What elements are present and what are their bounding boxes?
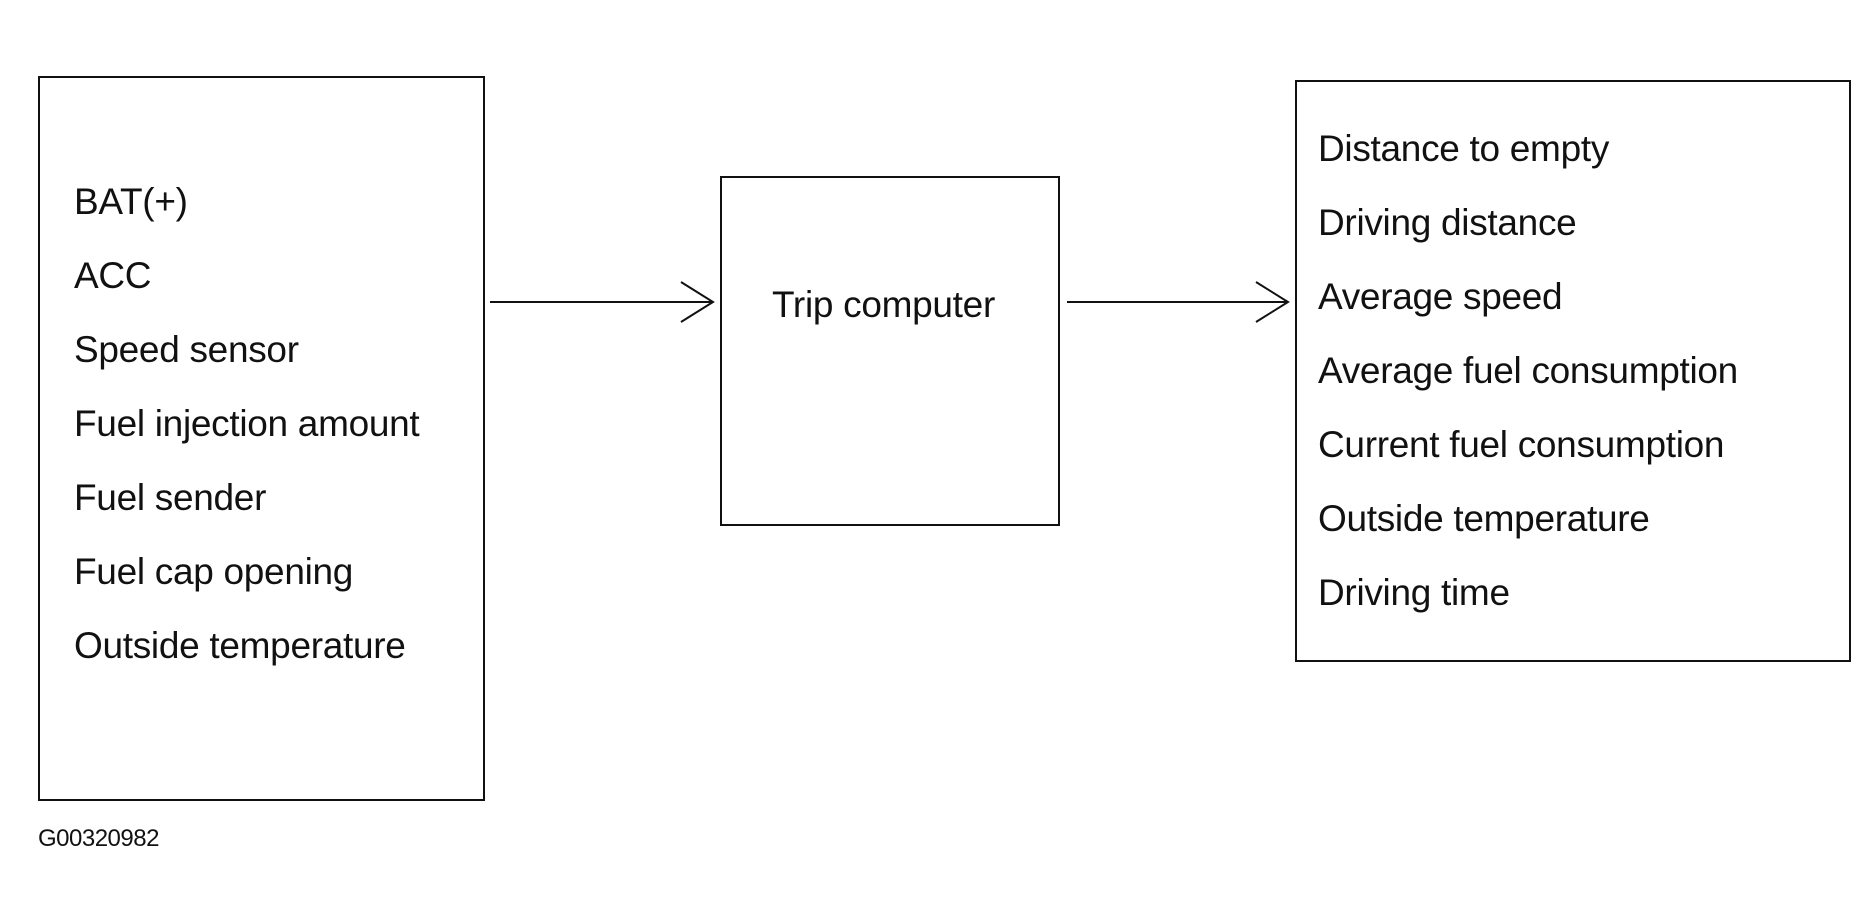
trip-computer-label: Trip computer [772,284,995,325]
outputs-box: Distance to empty Driving distance Avera… [1295,80,1851,662]
outputs-list: Distance to empty Driving distance Avera… [1318,130,1738,648]
input-item-speed-sensor: Speed sensor [74,329,299,370]
output-item-driving-time: Driving time [1318,572,1510,613]
trip-computer-box: Trip computer [720,176,1060,526]
inputs-box: BAT(+) ACC Speed sensor Fuel injection a… [38,76,485,801]
input-item-bat: BAT(+) [74,181,188,222]
input-item-fuel-cap-opening: Fuel cap opening [74,551,354,592]
output-item-outside-temperature: Outside temperature [1318,498,1650,539]
output-item-average-speed: Average speed [1318,276,1563,317]
inputs-list: BAT(+) ACC Speed sensor Fuel injection a… [74,181,420,701]
output-item-average-fuel-consumption: Average fuel consumption [1318,350,1738,391]
input-item-outside-temperature: Outside temperature [74,625,406,666]
input-to-trip-computer-arrow [490,281,715,323]
figure-code-label: G00320982 [38,825,159,852]
input-item-fuel-sender: Fuel sender [74,477,267,518]
output-item-driving-distance: Driving distance [1318,202,1577,243]
output-item-distance-to-empty: Distance to empty [1318,128,1610,169]
input-item-acc: ACC [74,255,152,296]
output-item-current-fuel-consumption: Current fuel consumption [1318,424,1725,465]
input-item-fuel-injection-amount: Fuel injection amount [74,403,420,444]
trip-computer-to-output-arrow [1067,281,1290,323]
